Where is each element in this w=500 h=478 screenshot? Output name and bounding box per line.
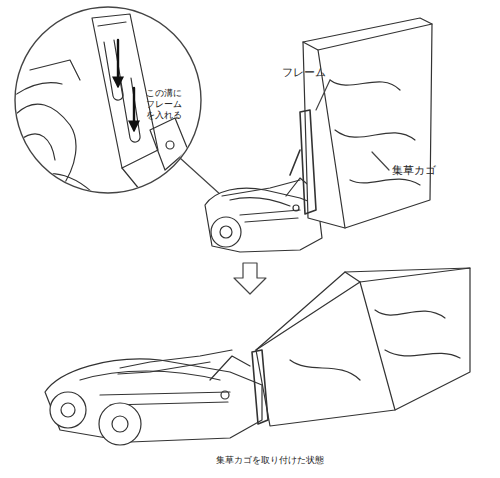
grass-basket-lower [252, 268, 470, 426]
mower-lower [45, 350, 262, 445]
detail-zoom [15, 7, 201, 195]
part-name: 集草カゴ [392, 164, 436, 177]
label-leader [372, 152, 389, 170]
figure-caption: 集草カゴを取り付けた状態 [216, 455, 324, 466]
step-arrow [234, 263, 266, 294]
callout-note: この溝にフレームを入れる [146, 88, 184, 120]
zoom-leader [180, 158, 222, 196]
part-name: フレーム [282, 66, 326, 79]
grass-basket-upper [290, 18, 432, 228]
label-leader [316, 80, 330, 110]
